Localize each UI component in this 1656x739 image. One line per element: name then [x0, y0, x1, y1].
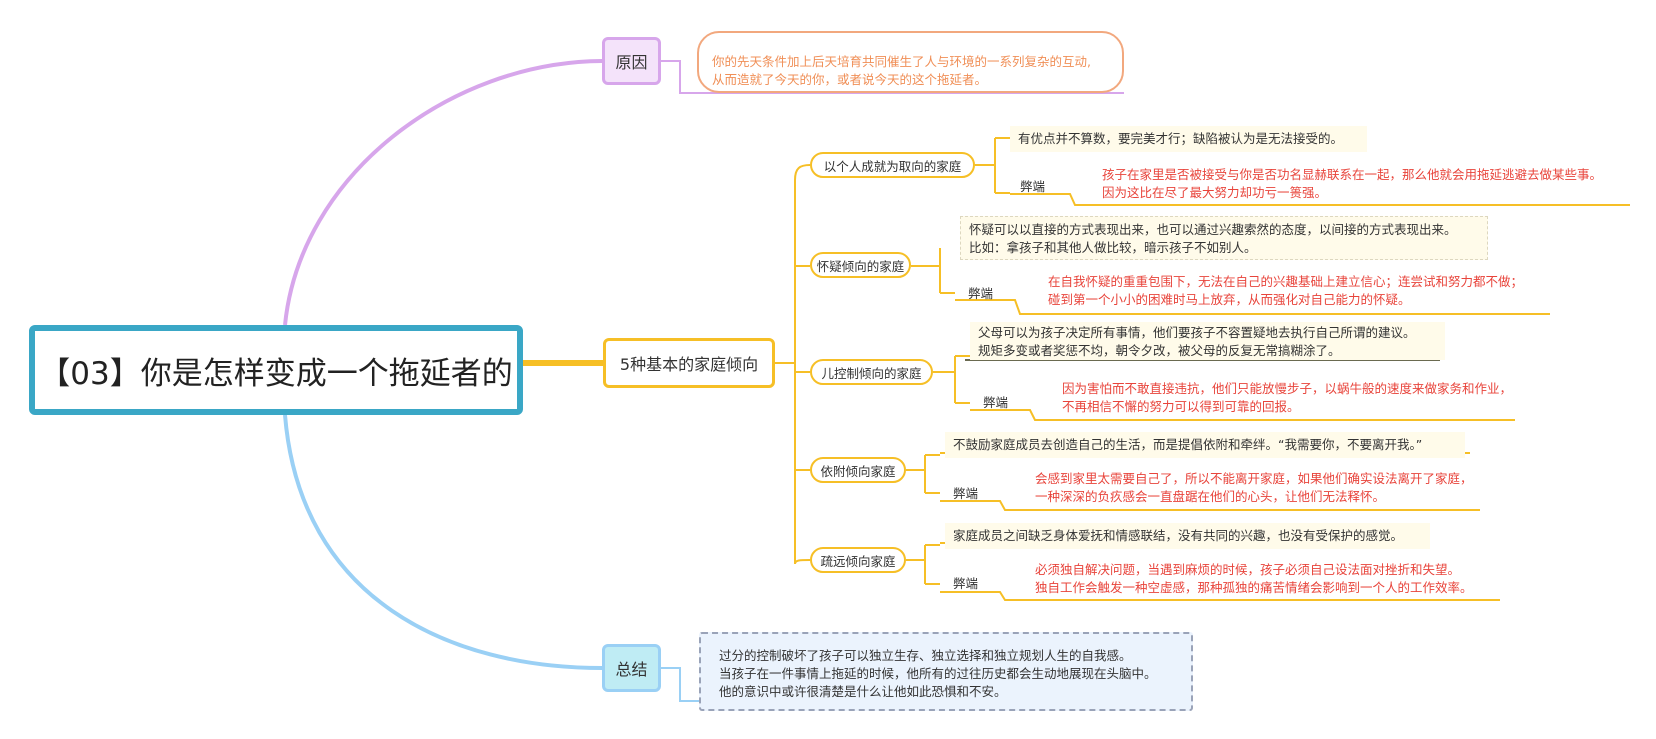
family-description[interactable]: 有优点并不算数，要完美才行；缺陷被认为是无法接受的。: [1010, 126, 1367, 152]
cause-text-line: 你的先天条件加上后天培育共同催生了人与环境的一系列复杂的互动,: [712, 54, 1091, 69]
family-name: 怀疑倾向的家庭: [816, 258, 905, 274]
description-line: 规矩多变或者奖惩不均，朝令夕改，被父母的反复无常搞糊涂了。: [978, 343, 1341, 358]
drawback-line: 在自我怀疑的重重包围下，无法在自己的兴趣基础上建立信心；连尝试和努力都不做；: [1048, 274, 1524, 289]
description-line: 有优点并不算数，要完美才行；缺陷被认为是无法接受的。: [1018, 131, 1344, 146]
drawback-line: 独自工作会触发一种空虚感，那种孤独的痛苦情绪会影响到一个人的工作效率。: [1035, 580, 1473, 595]
cause-text-box[interactable]: 你的先天条件加上后天培育共同催生了人与环境的一系列复杂的互动, 从而造就了今天的…: [697, 31, 1124, 93]
summary-label: 总结: [615, 660, 648, 679]
drawback-label[interactable]: 弊端: [953, 576, 979, 591]
family-description[interactable]: 父母可以为孩子决定所有事情，他们要孩子不容置疑地去执行自己所谓的建议。 规矩多变…: [970, 322, 1445, 360]
summary-node[interactable]: 总结: [602, 644, 661, 692]
family-name: 儿控制倾向的家庭: [821, 365, 922, 381]
drawback-label[interactable]: 弊端: [968, 286, 994, 301]
description-line: 不鼓励家庭成员去创造自己的生活，而是提倡依附和牵绊。“我需要你，不要离开我。”: [953, 437, 1423, 452]
cause-node[interactable]: 原因: [602, 37, 661, 85]
description-line: 怀疑可以以直接的方式表现出来，也可以通过兴趣索然的态度，以间接的方式表现出来。: [969, 222, 1457, 237]
summary-line: 过分的控制破坏了孩子可以独立生存、独立选择和独立规划人生的自我感。: [719, 648, 1132, 663]
drawback-line: 因为这比在尽了最大努力却功亏一篑强。: [1102, 185, 1328, 200]
drawback-label[interactable]: 弊端: [953, 486, 979, 501]
drawback-label[interactable]: 弊端: [983, 395, 1009, 410]
cause-text-line: 从而造就了今天的你，或者说今天的这个拖延者。: [712, 72, 988, 87]
drawback-label[interactable]: 弊端: [1020, 179, 1046, 194]
family-node-dependence[interactable]: 依附倾向家庭: [810, 457, 906, 483]
drawback-text[interactable]: 孩子在家里是否被接受与你是否功名显赫联系在一起，那么他就会用拖延逃避去做某些事。…: [1102, 166, 1602, 202]
central-topic[interactable]: 【03】你是怎样变成一个拖延者的: [29, 325, 523, 415]
family-description[interactable]: 家庭成员之间缺乏身体爱抚和情感联结，没有共同的兴趣，也没有受保护的感觉。: [945, 523, 1430, 549]
drawback-line: 会感到家里太需要自己了，所以不能离开家庭，如果他们确实设法离开了家庭，: [1035, 471, 1473, 486]
drawback-text[interactable]: 在自我怀疑的重重包围下，无法在自己的兴趣基础上建立信心；连尝试和努力都不做； 碰…: [1048, 273, 1523, 309]
summary-text-box[interactable]: 过分的控制破坏了孩子可以独立生存、独立选择和独立规划人生的自我感。 当孩子在一件…: [699, 632, 1193, 711]
summary-line: 当孩子在一件事情上拖延的时候，他所有的过往历史都会生动地展现在头脑中。: [719, 666, 1157, 681]
drawback-text[interactable]: 会感到家里太需要自己了，所以不能离开家庭，如果他们确实设法离开了家庭， 一种深深…: [1035, 470, 1473, 506]
family-name: 疏远倾向家庭: [820, 553, 896, 569]
family-tendencies-node[interactable]: 5种基本的家庭倾向: [603, 338, 775, 388]
family-name: 依附倾向家庭: [820, 463, 896, 479]
family-node-distance[interactable]: 疏远倾向家庭: [810, 547, 906, 573]
drawback-line: 孩子在家里是否被接受与你是否功名显赫联系在一起，那么他就会用拖延逃避去做某些事。: [1102, 167, 1603, 182]
main-branch-label: 5种基本的家庭倾向: [619, 355, 759, 374]
description-line: 比如：拿孩子和其他人做比较，暗示孩子不如别人。: [969, 240, 1257, 255]
description-line: 父母可以为孩子决定所有事情，他们要孩子不容置疑地去执行自己所谓的建议。: [978, 325, 1416, 340]
drawback-line: 必须独自解决问题，当遇到麻烦的时候，孩子必须自己设法面对挫折和失望。: [1035, 562, 1461, 577]
family-name: 以个人成就为取向的家庭: [823, 158, 962, 174]
family-node-doubt[interactable]: 怀疑倾向的家庭: [810, 252, 911, 278]
family-node-control[interactable]: 儿控制倾向的家庭: [810, 359, 933, 385]
drawback-text[interactable]: 必须独自解决问题，当遇到麻烦的时候，孩子必须自己设法面对挫折和失望。 独自工作会…: [1035, 561, 1473, 597]
drawback-line: 因为害怕而不敢直接违抗，他们只能放慢步子，以蜗牛般的速度来做家务和作业，: [1062, 381, 1513, 396]
drawback-line: 碰到第一个小小的困难时马上放弃，从而强化对自己能力的怀疑。: [1048, 292, 1411, 307]
description-line: 家庭成员之间缺乏身体爱抚和情感联结，没有共同的兴趣，也没有受保护的感觉。: [953, 528, 1404, 543]
cause-label: 原因: [615, 53, 648, 72]
drawback-text[interactable]: 因为害怕而不敢直接违抗，他们只能放慢步子，以蜗牛般的速度来做家务和作业， 不再相…: [1062, 380, 1512, 416]
central-title: 【03】你是怎样变成一个拖延者的: [39, 355, 513, 392]
family-description[interactable]: 不鼓励家庭成员去创造自己的生活，而是提倡依附和牵绊。“我需要你，不要离开我。”: [945, 432, 1465, 458]
family-description[interactable]: 怀疑可以以直接的方式表现出来，也可以通过兴趣索然的态度，以间接的方式表现出来。 …: [960, 216, 1488, 260]
family-node-achievement[interactable]: 以个人成就为取向的家庭: [810, 152, 975, 178]
summary-line: 他的意识中或许很清楚是什么让他如此恐惧和不安。: [719, 684, 1007, 699]
drawback-line: 不再相信不懈的努力可以得到可靠的回报。: [1062, 399, 1300, 414]
drawback-line: 一种深深的负疚感会一直盘踞在他们的心头，让他们无法释怀。: [1035, 489, 1386, 504]
